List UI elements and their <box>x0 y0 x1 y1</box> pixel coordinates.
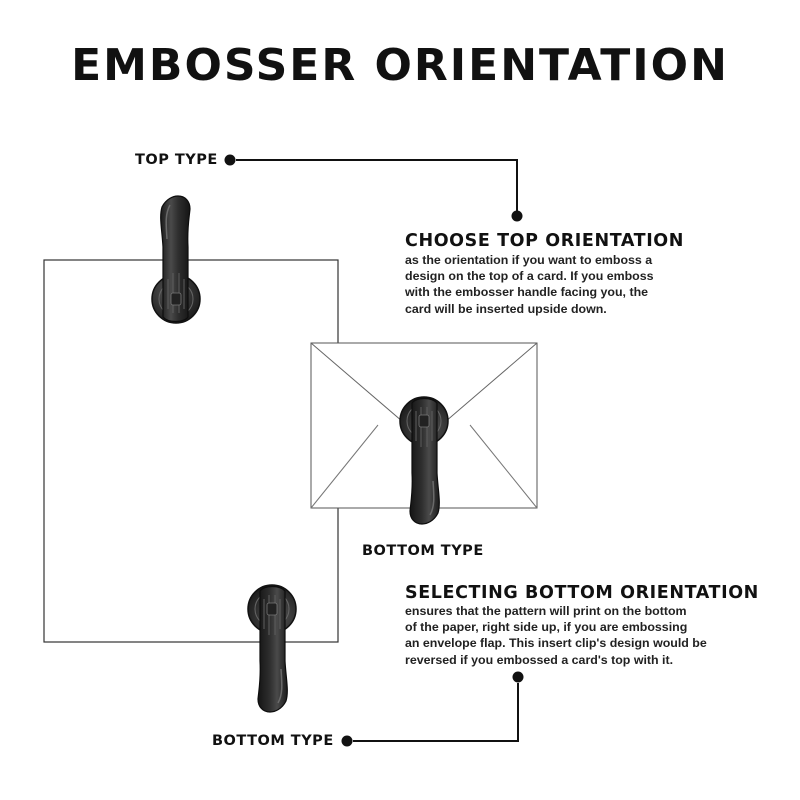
page-title: EMBOSSER ORIENTATION <box>71 40 729 91</box>
bottom-type-connector <box>341 671 524 747</box>
bottom-type-envelope-label: BOTTOM TYPE <box>362 543 484 559</box>
top-type-label: TOP TYPE <box>135 152 218 168</box>
bottom-text-line: ensures that the pattern will print on t… <box>405 604 687 618</box>
bottom-text-line: of the paper, right side up, if you are … <box>405 620 688 635</box>
bottom-type-card-label: BOTTOM TYPE <box>212 733 334 749</box>
top-type-connector <box>224 154 523 222</box>
bottom-text-line: an envelope flap. This insert clip's des… <box>405 636 707 651</box>
top-orientation-heading: CHOOSE TOP ORIENTATION <box>405 231 685 251</box>
embosser-bottom-icon <box>247 584 297 713</box>
bottom-text-line: reversed if you embossed a card's top wi… <box>405 652 674 667</box>
top-text-line: design on the top of a card. If you embo… <box>405 269 654 284</box>
card-icon <box>43 259 339 643</box>
bottom-orientation-text: ensures that the pattern will print on t… <box>405 603 707 668</box>
bottom-orientation-heading: SELECTING BOTTOM ORIENTATION <box>405 583 759 603</box>
top-text-line: as the orientation if you want to emboss… <box>405 253 653 267</box>
top-text-line: with the embosser handle facing you, the <box>405 285 649 300</box>
top-orientation-text: as the orientation if you want to emboss… <box>405 252 654 317</box>
top-text-line: card will be inserted upside down. <box>405 301 607 316</box>
